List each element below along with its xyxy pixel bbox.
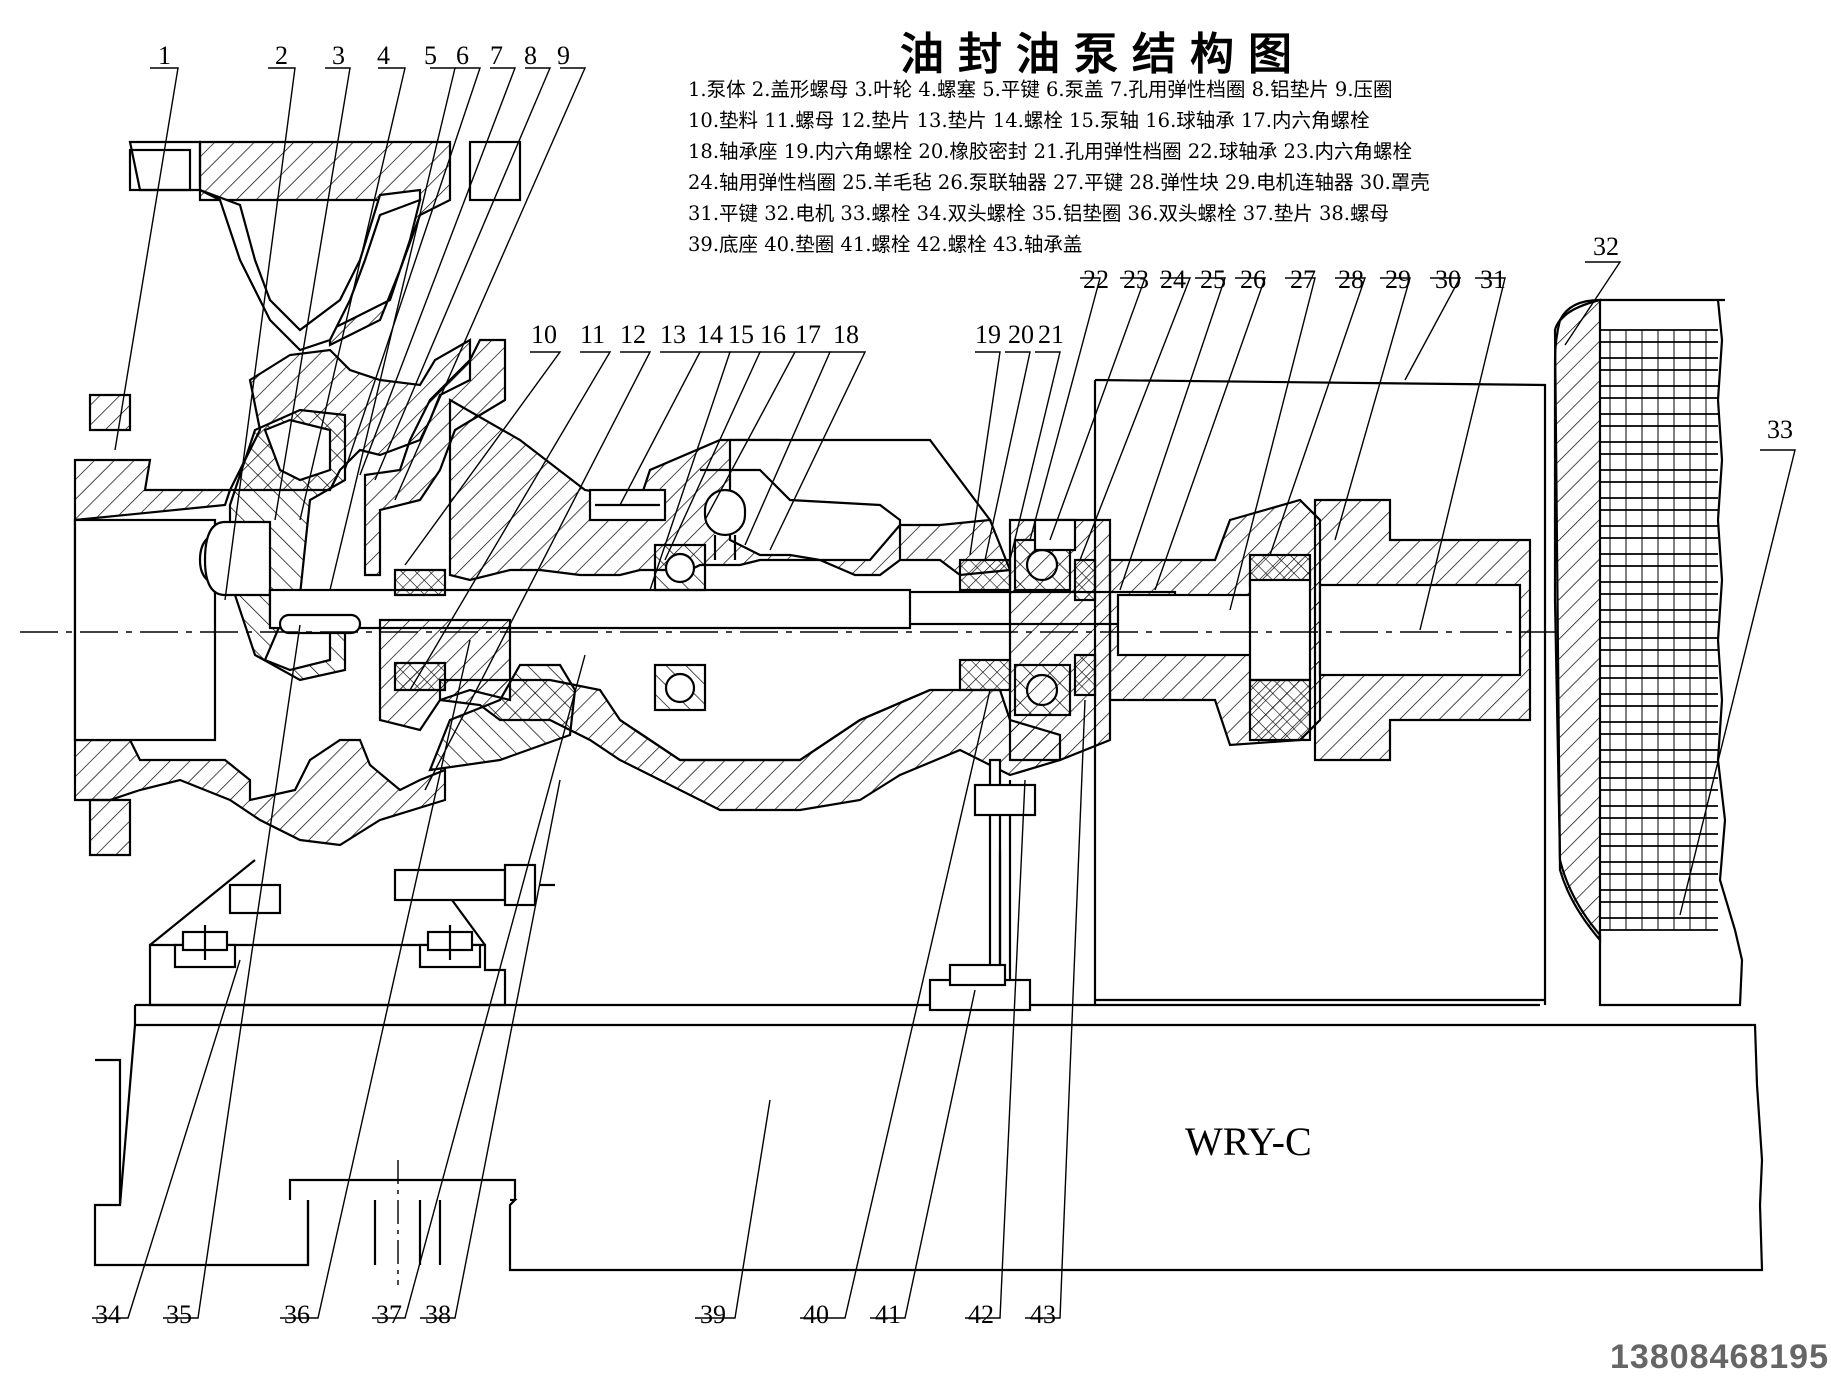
stud-bolt-36 [228,863,555,915]
callout-20: 20 [1008,320,1034,349]
diagram-title: 油封油泵结构图 [900,29,1306,80]
callout-35: 35 [166,1300,192,1329]
callout-7: 7 [490,41,503,70]
callout-31: 31 [1480,265,1506,294]
callout-33: 33 [1767,415,1793,444]
legend-line-4: 24.轴用弹性档圈 25.羊毛毡 26.泵联轴器 27.平键 28.弹性块 29… [688,171,1430,194]
callout-12: 12 [620,320,646,349]
callout-42: 42 [968,1300,994,1329]
callout-11: 11 [580,320,605,349]
callout-22: 22 [1083,265,1109,294]
callout-17: 17 [795,320,821,349]
callout-37: 37 [376,1300,402,1329]
callout-43: 43 [1030,1300,1056,1329]
model-label: WRY-C [1185,1119,1312,1164]
callout-28: 28 [1338,265,1364,294]
bearing-housing [438,398,1062,812]
callout-6: 6 [456,41,469,70]
leader-lines [92,67,1796,1319]
callout-34: 34 [95,1300,121,1329]
legend-line-1: 1.泵体 2.盖形螺母 3.叶轮 4.螺塞 5.平键 6.泵盖 7.孔用弹性档圈… [688,78,1393,101]
callout-16: 16 [760,320,786,349]
callout-5: 5 [424,41,437,70]
legend-line-2: 10.垫料 11.螺母 12.垫片 13.垫片 14.螺栓 15.泵轴 16.球… [688,109,1370,132]
callout-39: 39 [700,1300,726,1329]
coupling-guard [1093,378,1547,1005]
support-bracket [928,758,1037,1012]
parts-legend: 1.泵体 2.盖形螺母 3.叶轮 4.螺塞 5.平键 6.泵盖 7.孔用弹性档圈… [688,74,1628,260]
legend-line-6: 39.底座 40.垫圈 41.螺栓 42.螺栓 43.轴承盖 [688,233,1083,256]
motor-fins [1600,329,1718,931]
callout-36: 36 [284,1300,310,1329]
callout-10: 10 [531,320,557,349]
phone-watermark: 13808468195 [1610,1338,1830,1376]
callout-29: 29 [1385,265,1411,294]
callout-1: 1 [158,41,171,70]
callout-4: 4 [377,41,390,70]
callout-2: 2 [275,41,288,70]
callout-14: 14 [697,320,723,349]
legend-line-3: 18.轴承座 19.内六角螺栓 20.橡胶密封 21.孔用弹性档圈 22.球轴承… [688,140,1413,163]
callout-18: 18 [833,320,859,349]
callout-21: 21 [1038,320,1064,349]
callout-25: 25 [1200,265,1226,294]
callout-9: 9 [557,41,570,70]
callout-8: 8 [524,41,537,70]
callout-19: 19 [975,320,1001,349]
callout-23: 23 [1123,265,1149,294]
callout-15: 15 [728,320,754,349]
callout-labels: 1 2 3 4 5 6 7 8 9 10 11 12 13 14 15 16 1… [95,41,1793,1329]
legend-line-5: 31.平键 32.电机 33.螺栓 34.双头螺栓 35.铝垫圈 36.双头螺栓… [688,202,1389,225]
callout-38: 38 [425,1300,451,1329]
callout-30: 30 [1435,265,1461,294]
base-frame [93,1003,1764,1285]
callout-40: 40 [803,1300,829,1329]
callout-41: 41 [875,1300,901,1329]
callout-27: 27 [1290,265,1316,294]
motor [1553,298,1744,1007]
callout-26: 26 [1240,265,1266,294]
callout-13: 13 [660,320,686,349]
callout-24: 24 [1160,265,1186,294]
callout-3: 3 [332,41,345,70]
callout-32: 32 [1593,232,1619,261]
